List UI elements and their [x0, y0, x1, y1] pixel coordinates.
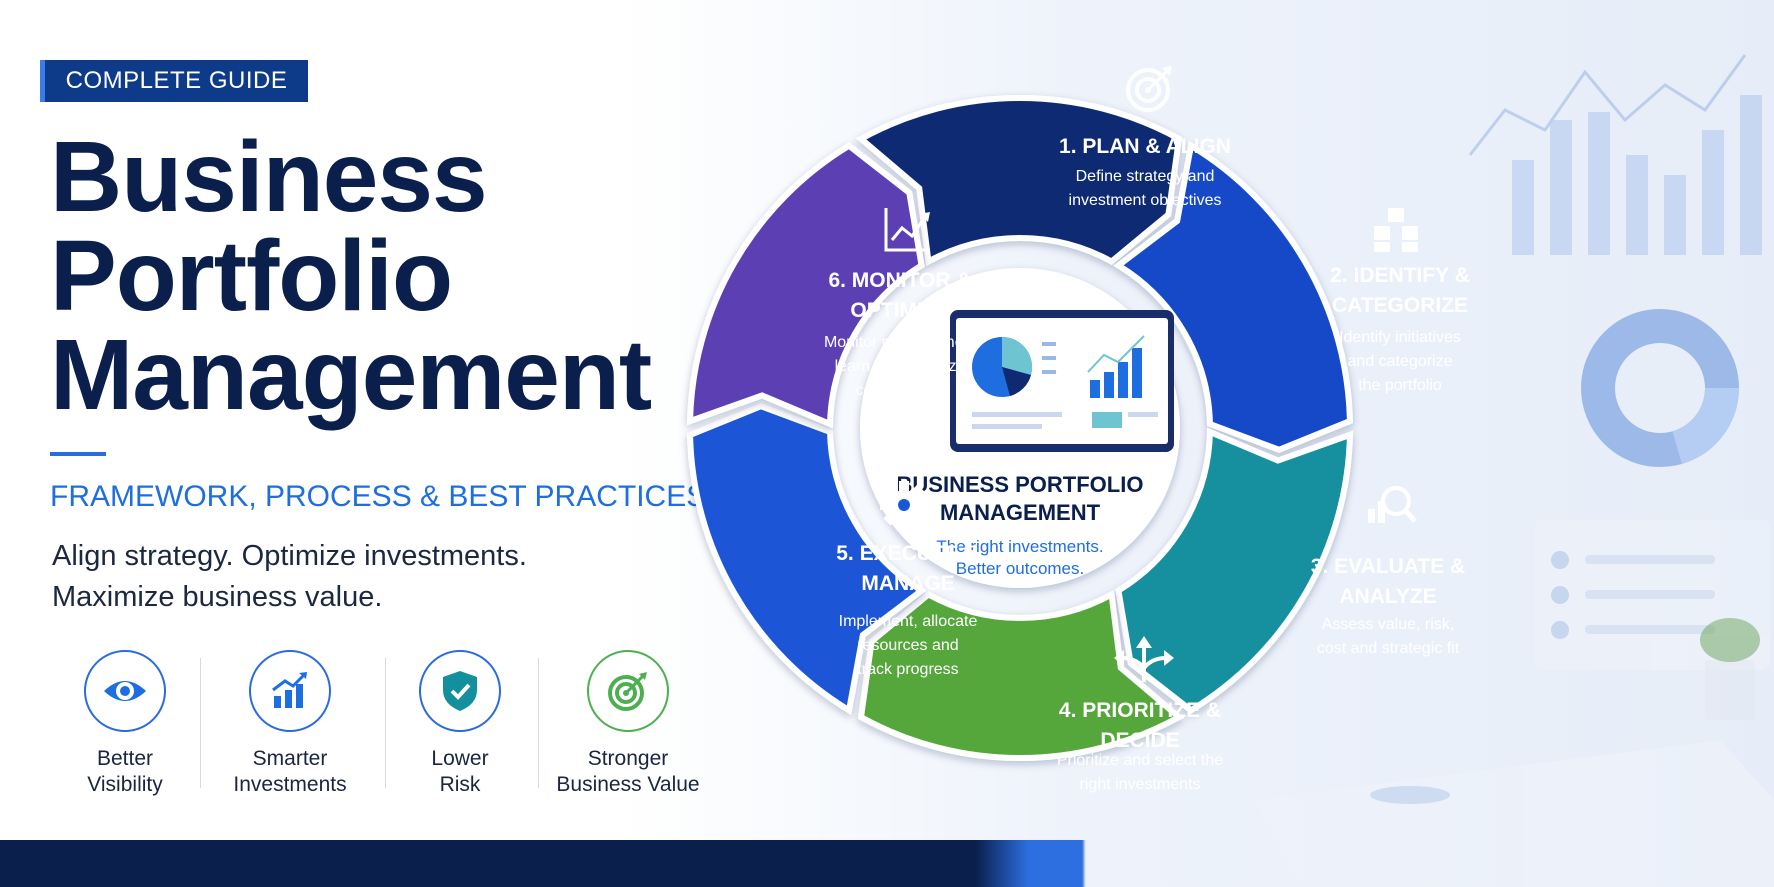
footer-bar [0, 840, 1774, 887]
benefit-label-line: Stronger [587, 747, 669, 770]
tagline: Align strategy. Optimize investments. Ma… [52, 536, 527, 618]
step-description: and categorize [1348, 353, 1453, 370]
cycle-segment-2 [1113, 140, 1353, 453]
title-divider [50, 452, 106, 456]
cycle-segment-1 [855, 95, 1183, 267]
background-bar-chart [1468, 54, 1762, 255]
step-title: CATEGORIZE [1332, 294, 1468, 317]
benefits-row: Better Visibility Smarter Investments [40, 650, 740, 800]
center-hub: BUSINESS PORTFOLIO MANAGEMENT The right … [860, 268, 1180, 588]
center-tagline: Better outcomes. [956, 559, 1085, 578]
benefit-label-line: Investments [233, 773, 347, 796]
step-description: Implement, allocate [839, 613, 978, 630]
benefit-label-line: Lower [431, 747, 489, 770]
benefit-label: Smarter Investments [205, 746, 375, 798]
step-title: 1. PLAN & ALIGN [1059, 135, 1231, 158]
background-plant [1700, 618, 1760, 720]
cycle-segment-4 [857, 589, 1185, 761]
step-title: 2. IDENTIFY & [1330, 264, 1470, 287]
step-description: investment objectives [1069, 192, 1222, 209]
benefit-label-line: Business Value [556, 773, 700, 796]
eye-icon [84, 650, 166, 732]
center-title: BUSINESS PORTFOLIO [897, 472, 1144, 497]
benefit-label-line: Visibility [87, 773, 163, 796]
step-title: 6. MONITOR & [828, 269, 971, 292]
benefit-separator [385, 658, 386, 788]
benefit-label: Stronger Business Value [543, 746, 713, 798]
step-title: OPTIMIZE [850, 299, 949, 322]
page-title: Business Portfolio Management [50, 121, 652, 431]
step-description: resources and [857, 637, 958, 654]
step-title: DECIDE [1100, 729, 1179, 752]
step-title: MANAGE [861, 572, 954, 595]
center-title: MANAGEMENT [940, 500, 1101, 525]
step-description: the portfolio [1358, 377, 1442, 394]
step-description: track progress [857, 661, 958, 678]
cycle-segment-5 [687, 403, 927, 716]
benefit-separator [200, 658, 201, 788]
step-description: Prioritize and select the [1057, 752, 1223, 769]
page-title-line: Business [50, 121, 488, 233]
cycle-segment-3 [1115, 427, 1354, 714]
step-description: Monitor performance, [824, 334, 976, 351]
background-donut-chart [1581, 309, 1739, 467]
cycle-segment-6 [686, 142, 925, 429]
step-description: right investments [1080, 776, 1201, 793]
target-arrow-icon [587, 650, 669, 732]
chart-magnifier-icon [1368, 486, 1417, 523]
benefit-better-visibility: Better Visibility [40, 650, 210, 798]
page-subtitle: FRAMEWORK, PROCESS & BEST PRACTICES [50, 480, 707, 513]
step-title: ANALYZE [1339, 585, 1436, 608]
step-description: Define strategy and [1076, 168, 1215, 185]
step-description: Identify initiatives [1339, 329, 1461, 346]
page-title-line: Portfolio [50, 220, 453, 332]
benefit-separator [538, 658, 539, 788]
target-icon [1126, 66, 1172, 112]
benefit-smarter-investments: Smarter Investments [205, 650, 375, 798]
complete-guide-badge: COMPLETE GUIDE [40, 60, 308, 102]
split-arrows-icon [1114, 636, 1174, 682]
shield-check-icon [419, 650, 501, 732]
benefit-label: Lower Risk [375, 746, 545, 798]
benefit-label-line: Risk [439, 773, 481, 796]
line-chart-up-icon [884, 208, 930, 252]
step-description: cost and strategic fit [1317, 640, 1460, 657]
bar-chart-up-icon [249, 650, 331, 732]
gear-icon [880, 481, 928, 529]
tagline-line: Align strategy. Optimize investments. [52, 540, 527, 572]
benefit-label-line: Better [96, 747, 154, 770]
benefit-label-line: Smarter [252, 747, 328, 770]
benefit-label: Better Visibility [40, 746, 210, 798]
step-title: 5. EXECUTE & [836, 542, 980, 565]
page-title-line: Management [50, 319, 652, 431]
center-tagline: The right investments. [936, 537, 1103, 556]
step-description: continuously [856, 382, 945, 399]
benefit-lower-risk: Lower Risk [375, 650, 545, 798]
blocks-icon [1374, 208, 1418, 252]
step-description: Assess value, risk, [1322, 616, 1454, 633]
benefit-stronger-business-value: Stronger Business Value [543, 650, 713, 798]
step-title: 3. EVALUATE & [1311, 555, 1465, 578]
dashboard-monitor-icon [950, 310, 1174, 452]
tagline-line: Maximize business value. [52, 581, 383, 613]
step-description: learn and optimize [835, 358, 966, 375]
step-title: 4. PRIORITIZE & [1059, 699, 1221, 722]
